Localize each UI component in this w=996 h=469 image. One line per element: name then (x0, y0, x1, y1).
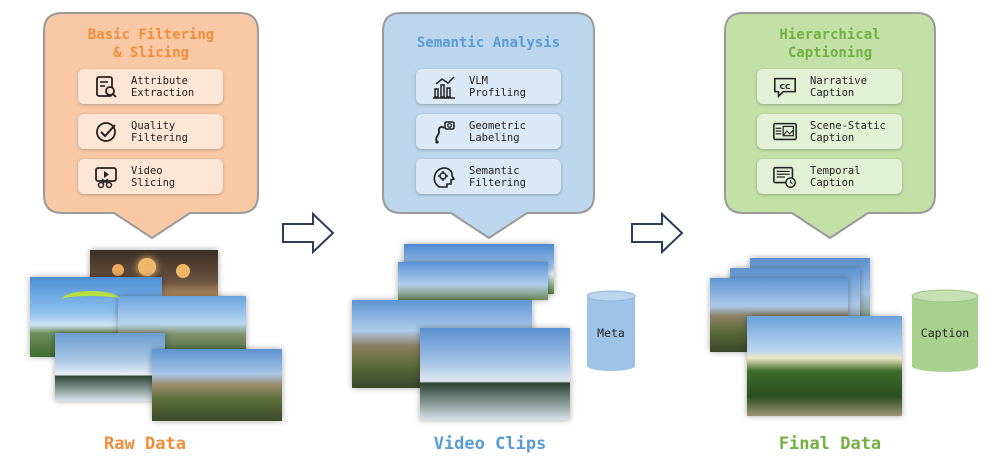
raw-photo-snow-trees (55, 333, 165, 401)
stage2-title-line1: Semantic Analysis (416, 35, 561, 51)
check-circle-icon (93, 119, 119, 145)
final-photo-forest (747, 316, 902, 416)
meta-db-label: Meta (597, 326, 625, 340)
stage3-title: Hierarchical Captioning (725, 26, 935, 62)
stage2-title: Semantic Analysis (383, 34, 594, 52)
clip-photo-front (420, 328, 570, 420)
svg-text:CC: CC (780, 81, 791, 90)
caption-db-label: Caption (920, 326, 970, 340)
text-clock-icon (772, 164, 798, 190)
arrow-2-icon (631, 211, 684, 255)
brain-gear-icon (431, 164, 457, 190)
raw-data-label: Raw Data (104, 434, 186, 454)
caption-database-icon (911, 289, 979, 372)
stage1-title-line2: & Slicing (113, 45, 189, 61)
image-caption-icon (772, 119, 798, 145)
final-data-label: Final Data (778, 434, 882, 454)
document-search-icon (93, 74, 119, 100)
video-clips-label: Video Clips (433, 434, 547, 454)
raw-photo-valley-road (152, 349, 282, 421)
arrow-1-icon (282, 211, 335, 255)
stage3-title-line1: Hierarchical (779, 27, 881, 43)
camera-path-icon (431, 119, 457, 145)
meta-database-icon (586, 290, 636, 371)
cc-icon: CC (772, 74, 798, 100)
stage3-title-line2: Captioning (787, 45, 873, 61)
clip-photo-back-2 (398, 262, 548, 300)
stage1-title-line1: Basic Filtering (87, 27, 215, 43)
bar-chart-icon (431, 74, 457, 100)
stage1-title: Basic Filtering & Slicing (44, 26, 258, 62)
video-scissors-icon (93, 164, 119, 190)
